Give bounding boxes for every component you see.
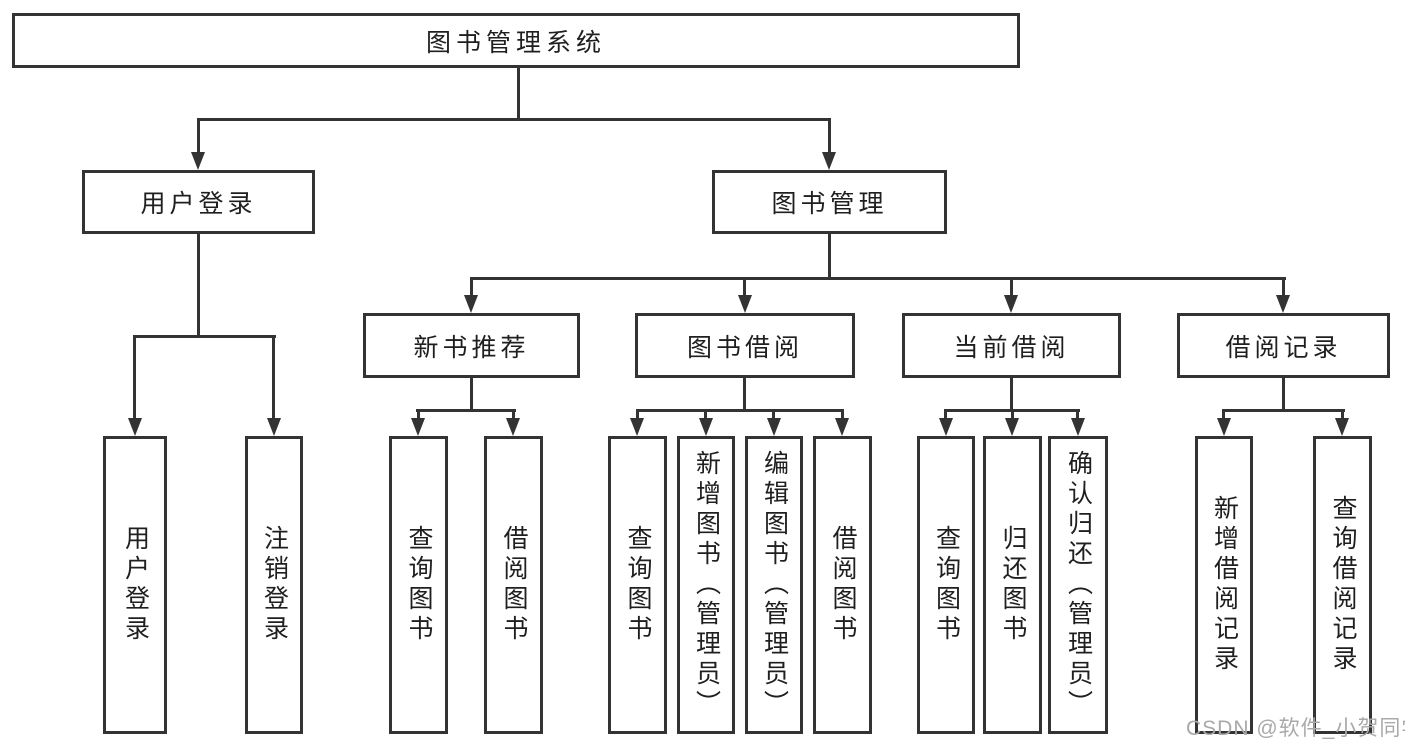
arrow-down-icon — [1276, 295, 1290, 313]
connector-line — [197, 234, 200, 337]
node-leaf-user-login: 用户登录 — [103, 436, 167, 734]
connector-line — [828, 234, 831, 279]
connector-line — [133, 335, 136, 420]
node-book-borrow: 图书借阅 — [635, 313, 855, 378]
arrow-down-icon — [699, 418, 713, 436]
connector-line — [636, 409, 844, 412]
connector-line — [133, 335, 276, 338]
leaf-label: 确认归还（管理员） — [1064, 450, 1093, 720]
connector-line — [197, 118, 831, 121]
connector-line — [944, 409, 947, 423]
node-current-borrow: 当前借阅 — [902, 313, 1121, 378]
arrow-down-icon — [630, 418, 644, 436]
node-leaf-query-book-2: 查询图书 — [608, 436, 667, 734]
node-leaf-query-book-3: 查询图书 — [917, 436, 975, 734]
node-user-login: 用户登录 — [82, 170, 315, 234]
arrow-down-icon — [411, 418, 425, 436]
node-root: 图书管理系统 — [12, 13, 1020, 68]
leaf-label: 编辑图书（管理员） — [760, 450, 789, 720]
connector-line — [517, 68, 520, 120]
arrow-down-icon — [1004, 295, 1018, 313]
leaf-label: 注销登录 — [260, 525, 289, 645]
connector-line — [197, 118, 200, 154]
connector-line — [636, 409, 639, 423]
node-book-management: 图书管理 — [712, 170, 947, 234]
connector-line — [1222, 409, 1225, 423]
node-leaf-borrow-book-1: 借阅图书 — [484, 436, 543, 734]
arrow-down-icon — [128, 418, 142, 436]
connector-line — [1341, 409, 1344, 423]
arrow-down-icon — [767, 418, 781, 436]
leaf-label: 查询图书 — [624, 525, 652, 645]
arrow-down-icon — [1005, 418, 1019, 436]
arrow-down-icon — [1217, 418, 1231, 436]
connector-line — [416, 409, 516, 412]
leaf-label: 归还图书 — [999, 525, 1027, 645]
node-borrow-record: 借阅记录 — [1177, 313, 1390, 378]
node-new-book-recommend: 新书推荐 — [363, 313, 580, 378]
connector-line — [417, 409, 420, 423]
connector-line — [841, 409, 844, 423]
connector-line — [743, 277, 746, 297]
connector-line — [470, 378, 473, 411]
connector-line — [470, 277, 1286, 280]
connector-line — [1282, 378, 1285, 411]
leaf-label: 用户登录 — [121, 525, 150, 645]
connector-line — [1282, 277, 1285, 297]
arrow-down-icon — [464, 295, 478, 313]
node-leaf-edit-book: 编辑图书（管理员） — [745, 436, 803, 734]
arrow-down-icon — [1071, 418, 1085, 436]
leaf-label: 查询图书 — [405, 525, 433, 645]
leaf-label: 查询借阅记录 — [1329, 495, 1357, 675]
connector-line — [772, 409, 775, 423]
leaf-label: 查询图书 — [932, 525, 961, 645]
arrow-down-icon — [835, 418, 849, 436]
arrow-down-icon — [939, 418, 953, 436]
node-leaf-confirm-return: 确认归还（管理员） — [1048, 436, 1108, 734]
connector-line — [1010, 378, 1013, 411]
watermark: CSDN @软件_小贺同学 — [1186, 717, 1405, 740]
node-leaf-add-borrow-record: 新增借阅记录 — [1195, 436, 1253, 734]
arrow-down-icon — [267, 418, 281, 436]
connector-line — [470, 277, 473, 297]
connector-line — [1222, 409, 1345, 412]
arrow-down-icon — [822, 152, 836, 170]
leaf-label: 借阅图书 — [829, 525, 857, 645]
node-leaf-query-borrow-record: 查询借阅记录 — [1313, 436, 1372, 734]
node-leaf-return-book: 归还图书 — [983, 436, 1042, 734]
arrow-down-icon — [738, 295, 752, 313]
node-leaf-logout: 注销登录 — [245, 436, 303, 734]
connector-line — [1076, 409, 1079, 423]
arrow-down-icon — [1335, 418, 1349, 436]
connector-line — [704, 409, 707, 423]
leaf-label: 新增借阅记录 — [1210, 495, 1239, 675]
connector-line — [1010, 277, 1013, 297]
connector-line — [512, 409, 515, 423]
leaf-label: 借阅图书 — [500, 525, 528, 645]
arrow-down-icon — [506, 418, 520, 436]
connector-line — [1011, 409, 1014, 423]
arrow-down-icon — [191, 152, 205, 170]
connector-line — [828, 118, 831, 154]
node-leaf-borrow-book-2: 借阅图书 — [813, 436, 872, 734]
node-leaf-query-book-1: 查询图书 — [389, 436, 448, 734]
node-leaf-add-book: 新增图书（管理员） — [677, 436, 735, 734]
leaf-label: 新增图书（管理员） — [692, 450, 721, 720]
connector-line — [743, 378, 746, 411]
connector-line — [272, 335, 275, 420]
